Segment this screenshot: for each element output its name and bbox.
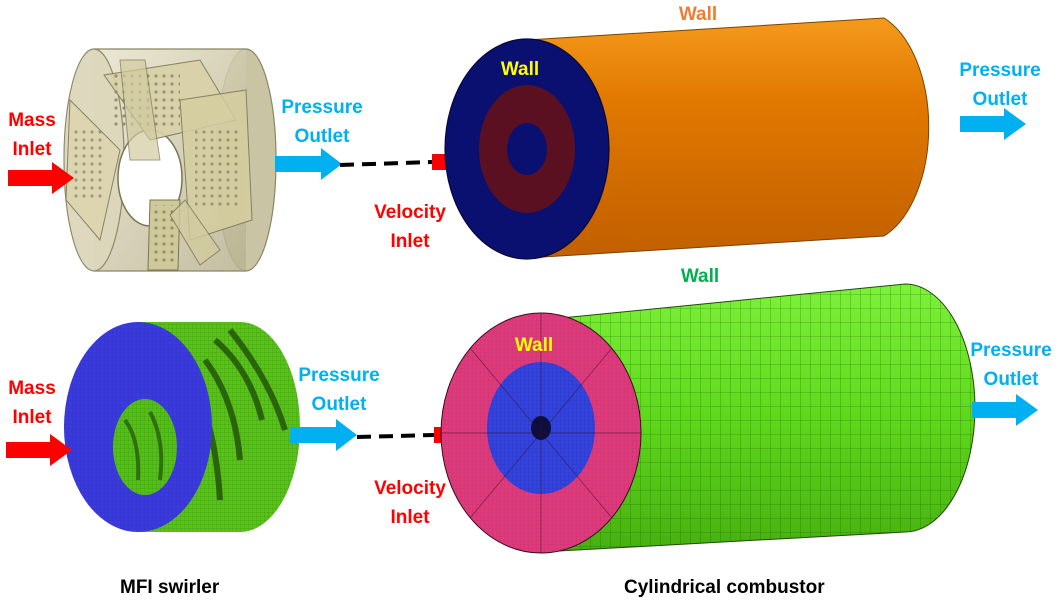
mass-inlet-arrow — [8, 162, 74, 194]
pressure-outlet-label: Pressure Outlet — [289, 361, 389, 419]
pressure-outlet-label: Pressure Outlet — [272, 93, 372, 151]
combustor-cylinder-model — [444, 17, 930, 260]
label-line: Pressure — [298, 365, 380, 386]
velocity-inlet-label: Velocity Inlet — [360, 474, 460, 532]
label-line: Inlet — [390, 507, 430, 528]
label-line: Outlet — [972, 89, 1028, 110]
connector-dashed-line — [356, 433, 435, 439]
pressure-outlet-arrow — [290, 419, 357, 451]
pressure-outlet-arrow — [960, 108, 1026, 140]
label-line: Mass — [8, 110, 56, 131]
mass-inlet-label: Mass Inlet — [2, 106, 62, 164]
combustor-caption: Cylindrical combustor — [624, 577, 825, 598]
pressure-outlet-arrow — [275, 148, 342, 180]
inner-wall-label: Wall — [500, 59, 540, 80]
pressure-outlet-label: Pressure Outlet — [950, 56, 1050, 114]
pressure-outlet-arrow — [972, 394, 1038, 426]
label-line: Pressure — [959, 60, 1041, 81]
mfi-swirler-mesh-model — [64, 322, 300, 532]
label-line: Velocity — [374, 478, 446, 499]
label-line: Pressure — [281, 97, 363, 118]
pressure-outlet-label: Pressure Outlet — [961, 336, 1058, 394]
label-line: Outlet — [294, 126, 350, 147]
label-line: Inlet — [12, 407, 52, 428]
connector-dashed-line — [339, 160, 433, 167]
label-line: Inlet — [12, 139, 52, 160]
velocity-inlet-label: Velocity Inlet — [360, 198, 460, 256]
label-line: Velocity — [374, 202, 446, 223]
label-line: Mass — [8, 378, 56, 399]
mass-inlet-arrow — [6, 434, 72, 466]
inner-wall-label: Wall — [514, 335, 554, 356]
outer-wall-label: Wall — [678, 4, 718, 25]
combustor-mesh-model — [440, 283, 976, 554]
swirler-caption: MFI swirler — [120, 577, 220, 598]
label-line: Outlet — [311, 394, 367, 415]
label-line: Inlet — [390, 231, 430, 252]
mass-inlet-label: Mass Inlet — [2, 374, 62, 432]
outer-wall-label: Wall — [680, 266, 720, 287]
label-line: Outlet — [983, 369, 1039, 390]
label-line: Pressure — [970, 340, 1052, 361]
mfi-swirler-cad-model — [63, 48, 277, 272]
